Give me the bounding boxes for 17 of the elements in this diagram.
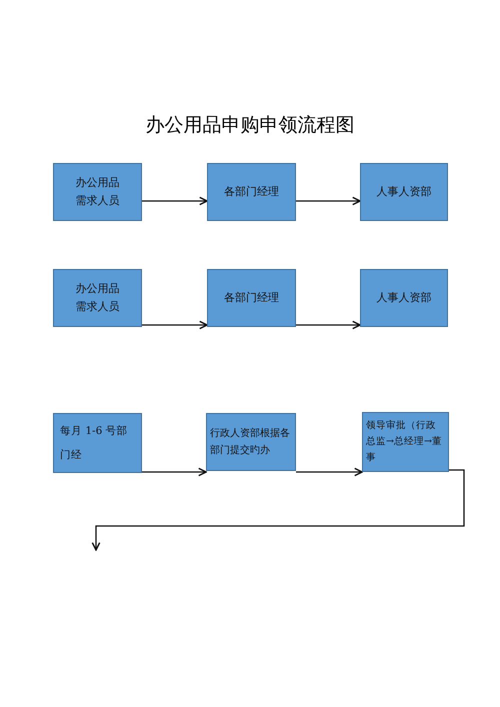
diagram-title: 办公用品申购申领流程图 bbox=[144, 113, 356, 138]
process-box: 行政人资部根据各部门提交旳办 bbox=[206, 413, 296, 471]
arrow bbox=[142, 320, 208, 330]
process-box: 人事人资部 bbox=[360, 163, 448, 221]
arrow bbox=[142, 468, 207, 476]
process-box: 人事人资部 bbox=[360, 269, 448, 327]
process-box: 办公用品需求人员 bbox=[53, 269, 142, 327]
process-box: 办公用品需求人员 bbox=[53, 163, 142, 221]
arrow bbox=[296, 468, 363, 476]
process-box: 每月 1-6 号部门经 bbox=[53, 413, 142, 473]
arrow bbox=[296, 320, 361, 330]
process-box: 各部门经理 bbox=[207, 269, 296, 327]
arrow bbox=[296, 196, 361, 206]
arrow bbox=[92, 469, 465, 551]
process-box: 各部门经理 bbox=[207, 163, 296, 221]
arrow bbox=[142, 196, 208, 206]
process-box: 领导审批（行政总监→总经理→董事 bbox=[362, 412, 449, 472]
